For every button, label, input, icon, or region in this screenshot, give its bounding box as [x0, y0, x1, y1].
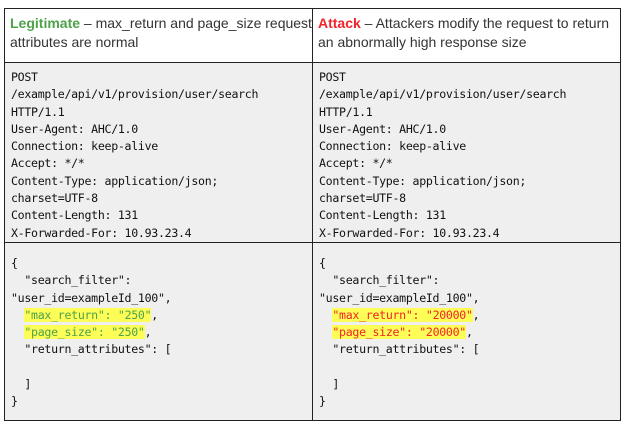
max-return-field: "max_return": "20000": [332, 307, 473, 322]
code-line: HTTP/1.1: [11, 104, 65, 119]
code-line: Connection: keep-alive: [11, 139, 158, 154]
page-size-field: "page_size": "20000": [332, 325, 466, 340]
code-line: X-Forwarded-For: 10.93.23.4: [11, 225, 192, 240]
code-line: POST: [319, 70, 346, 84]
code-line: Accept: */*: [319, 156, 393, 171]
code-line: Content-Length: 131: [11, 208, 138, 223]
code-line: Content-Type: application/json;: [319, 173, 527, 188]
page-size-field: "page_size": "250": [24, 325, 145, 340]
code-line: charset=UTF-8: [319, 191, 406, 206]
code-line: User-Agent: AHC/1.0: [319, 121, 446, 136]
max-return-field: "max_return": "250": [24, 307, 152, 322]
code-line: X-Forwarded-For: 10.93.23.4: [319, 225, 500, 240]
json-body-start: { "search_filter": "user_id=exampleId_10…: [11, 255, 172, 305]
legitimate-header: Legitimate – max_return and page_size re…: [4, 8, 313, 63]
code-line: /example/api/v1/provision/user/search: [319, 87, 567, 102]
code-line: Content-Length: 131: [319, 208, 446, 223]
json-body-end: "return_attributes": [ ] }: [11, 342, 172, 409]
attack-request-headers: POST/example/api/v1/provision/user/searc…: [312, 62, 621, 243]
code-line: Accept: */*: [11, 156, 85, 171]
legitimate-description: – max_return and page_size request attri…: [10, 15, 312, 50]
code-line: HTTP/1.1: [319, 104, 373, 119]
legitimate-label: Legitimate: [10, 15, 81, 31]
code-line: User-Agent: AHC/1.0: [11, 121, 138, 136]
json-body-end: "return_attributes": [ ] }: [319, 342, 480, 409]
code-line: charset=UTF-8: [11, 191, 98, 206]
attack-description: – Attackers modify the request to return…: [318, 15, 610, 50]
json-body-start: { "search_filter": "user_id=exampleId_10…: [319, 255, 480, 305]
attack-header: Attack – Attackers modify the request to…: [312, 8, 621, 63]
code-line: Connection: keep-alive: [319, 139, 466, 154]
code-line: /example/api/v1/provision/user/search: [11, 87, 259, 102]
code-line: Content-Type: application/json;: [11, 173, 219, 188]
legitimate-request-body: { "search_filter": "user_id=exampleId_10…: [4, 241, 313, 421]
comparison-table: Legitimate – max_return and page_size re…: [4, 8, 621, 421]
code-line: POST: [11, 70, 38, 84]
attack-request-body: { "search_filter": "user_id=exampleId_10…: [312, 241, 621, 421]
attack-label: Attack: [318, 15, 361, 31]
legitimate-request-headers: POST/example/api/v1/provision/user/searc…: [4, 62, 313, 243]
